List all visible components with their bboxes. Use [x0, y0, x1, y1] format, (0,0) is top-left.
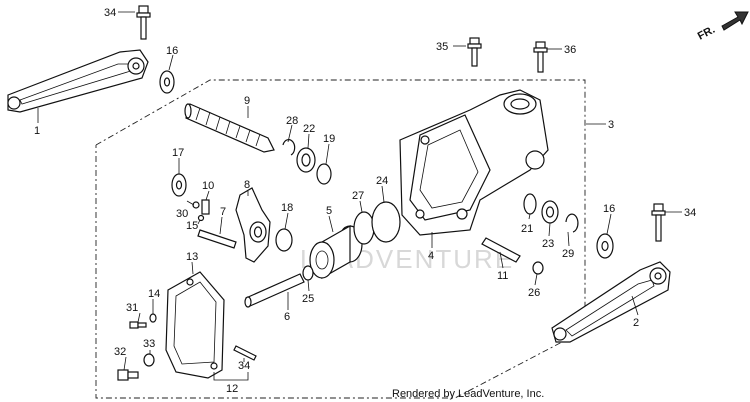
- washer-part-14: [149, 313, 157, 323]
- callout-32: 33: [143, 338, 155, 350]
- ring-part-23: [371, 201, 401, 243]
- callout-14: 14: [148, 288, 160, 300]
- bolt-part-36: [533, 41, 548, 73]
- callout-22: 23: [542, 238, 554, 250]
- callout-33: 34: [238, 360, 250, 372]
- lever-part-8: [235, 187, 271, 263]
- callout-5: 5: [326, 205, 332, 217]
- bearing-part-21: [296, 147, 316, 173]
- callout-17: 17: [172, 147, 184, 159]
- callout-24: 25: [302, 293, 314, 305]
- callout-4: 4: [428, 250, 434, 262]
- callout-16-right: 16: [603, 203, 615, 215]
- washer-part-16-right-hole: [601, 240, 609, 252]
- ring-part-29: [192, 201, 200, 209]
- callout-27: 28: [286, 115, 298, 127]
- callout-19: 19: [323, 133, 335, 145]
- washer-part-16-left: [159, 70, 175, 94]
- arm-part-1: [7, 49, 149, 113]
- callout-21: 22: [303, 123, 315, 135]
- pin-part-7: [197, 229, 237, 249]
- front-direction-indicator: FR.: [696, 11, 749, 43]
- callout-11: 11: [497, 270, 508, 282]
- callout-6: 6: [284, 311, 290, 323]
- ring-part-25: [532, 261, 544, 275]
- callout-28: 29: [562, 248, 574, 260]
- circlip-part-28: [565, 213, 579, 233]
- callout-15: 15: [186, 220, 198, 232]
- ring-part-24: [302, 265, 314, 281]
- ring-part-15: [197, 214, 205, 222]
- callout-31: 32: [114, 346, 126, 358]
- callout-35: 35: [436, 41, 448, 53]
- seal-part-20: [523, 193, 537, 215]
- ring-part-19: [316, 163, 332, 185]
- bolt-part-35: [467, 37, 482, 67]
- callout-30: 31: [126, 302, 138, 314]
- callout-29: 30: [176, 208, 188, 220]
- bolt-part-31: [117, 369, 139, 381]
- bolt-34-right: [651, 203, 666, 242]
- callout-34-right: 34: [684, 207, 696, 219]
- ring-part-18: [275, 228, 293, 252]
- callout-26: 27: [352, 190, 364, 202]
- callout-34-top: 34: [104, 7, 116, 19]
- callout-12: 12: [226, 383, 238, 395]
- callout-18: 18: [281, 202, 293, 214]
- shaft-part-9: [184, 103, 275, 153]
- bolt-part-30: [129, 321, 147, 329]
- callout-7: 7: [220, 206, 226, 218]
- callout-labels: 34 1 16 9 28 22 19 3 35 36 17 10 8 18 7 …: [34, 7, 696, 395]
- callout-23: 24: [376, 175, 388, 187]
- front-label: FR.: [696, 24, 717, 43]
- callout-16-left: 16: [166, 45, 178, 57]
- ring-part-26: [353, 211, 375, 245]
- circlip-part-27: [282, 139, 296, 156]
- bolt-34-top-left: [136, 5, 151, 40]
- callout-8: 8: [244, 179, 250, 191]
- callout-3: 3: [608, 119, 614, 131]
- credit-text: Rendered by LeadVenture, Inc.: [392, 388, 544, 400]
- washer-part-32: [143, 353, 155, 367]
- rod-part-6: [244, 273, 305, 308]
- callout-36: 36: [564, 44, 576, 56]
- callout-13: 13: [186, 251, 198, 263]
- callout-1: 1: [34, 125, 40, 137]
- cover-part-13: [165, 271, 225, 379]
- washer-part-17-hole: [175, 180, 183, 190]
- callout-20: 21: [521, 223, 533, 235]
- callout-2: 2: [633, 317, 639, 329]
- housing-part-3: [399, 89, 549, 236]
- leader-lines: [37, 11, 682, 381]
- callout-25: 26: [528, 287, 540, 299]
- bearing-part-22: [541, 200, 559, 224]
- pin-part-33: [233, 345, 257, 361]
- piston-part-5: [309, 224, 363, 280]
- callout-10: 10: [202, 180, 214, 192]
- pin-part-11: [481, 237, 521, 263]
- front-arrow-icon: [721, 11, 749, 31]
- pin-part-10: [201, 199, 210, 215]
- arm-part-2: [551, 261, 671, 343]
- callout-9: 9: [244, 95, 250, 107]
